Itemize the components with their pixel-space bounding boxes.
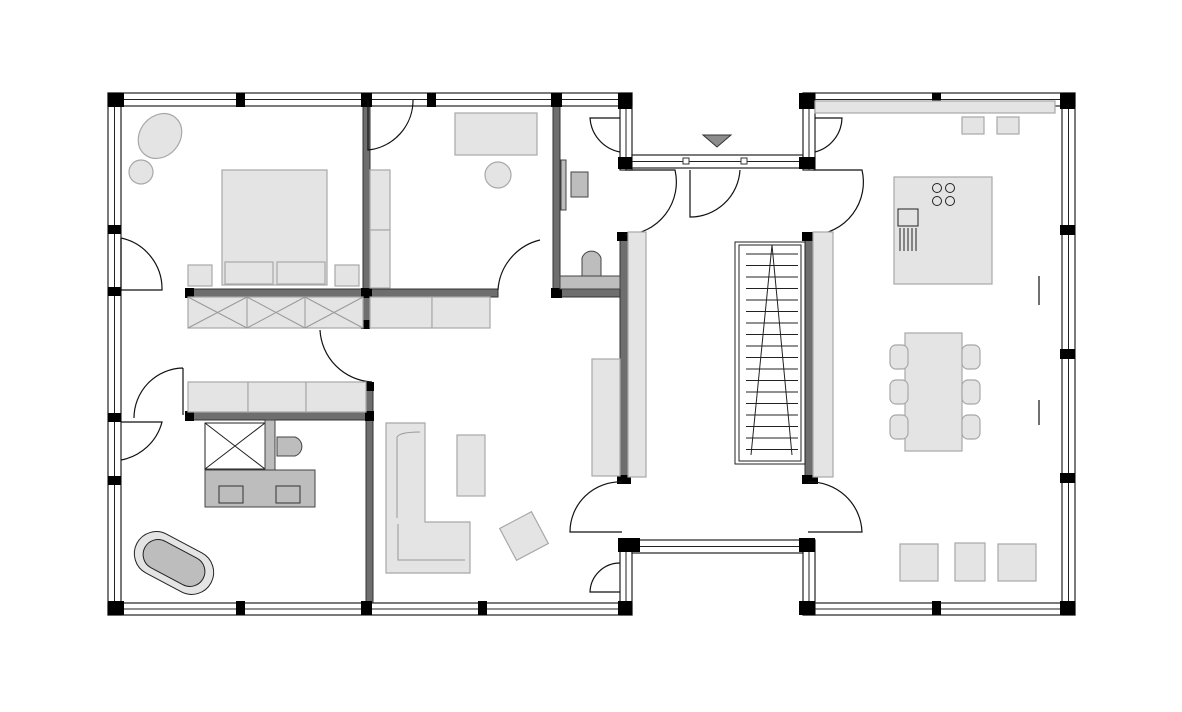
kitchen-island (893, 176, 993, 285)
living-furniture (385, 231, 647, 574)
dining-chair (889, 379, 909, 405)
armchair (899, 543, 939, 582)
wardrobe (187, 296, 364, 329)
armchair (137, 112, 183, 160)
desk (454, 112, 538, 156)
side-table (128, 159, 154, 185)
study-furniture (369, 112, 538, 329)
entrance-marker-icon (701, 134, 733, 148)
bathtub (133, 531, 215, 595)
shower (204, 422, 266, 470)
nightstand (334, 264, 360, 287)
kitchen-furniture (814, 100, 1056, 582)
staircase (734, 231, 834, 478)
nightstand (187, 264, 213, 287)
sofa (385, 422, 471, 574)
dining-chair (961, 414, 981, 440)
dining-chair (889, 344, 909, 370)
columns (108, 93, 1075, 615)
dining-chair (889, 414, 909, 440)
dining-chair (961, 344, 981, 370)
wc-furniture (559, 159, 621, 290)
armchair (498, 510, 550, 562)
bathroom-furniture (133, 381, 367, 595)
side-table (954, 542, 986, 582)
dining-chair (961, 379, 981, 405)
bedroom-furniture (128, 112, 364, 329)
chair (484, 161, 512, 189)
sink (570, 171, 589, 198)
armchair (997, 543, 1037, 582)
counter (814, 100, 1056, 114)
toilet (581, 250, 602, 278)
toilet (276, 436, 303, 457)
coffee-table (456, 434, 486, 497)
dining-table (904, 332, 963, 452)
